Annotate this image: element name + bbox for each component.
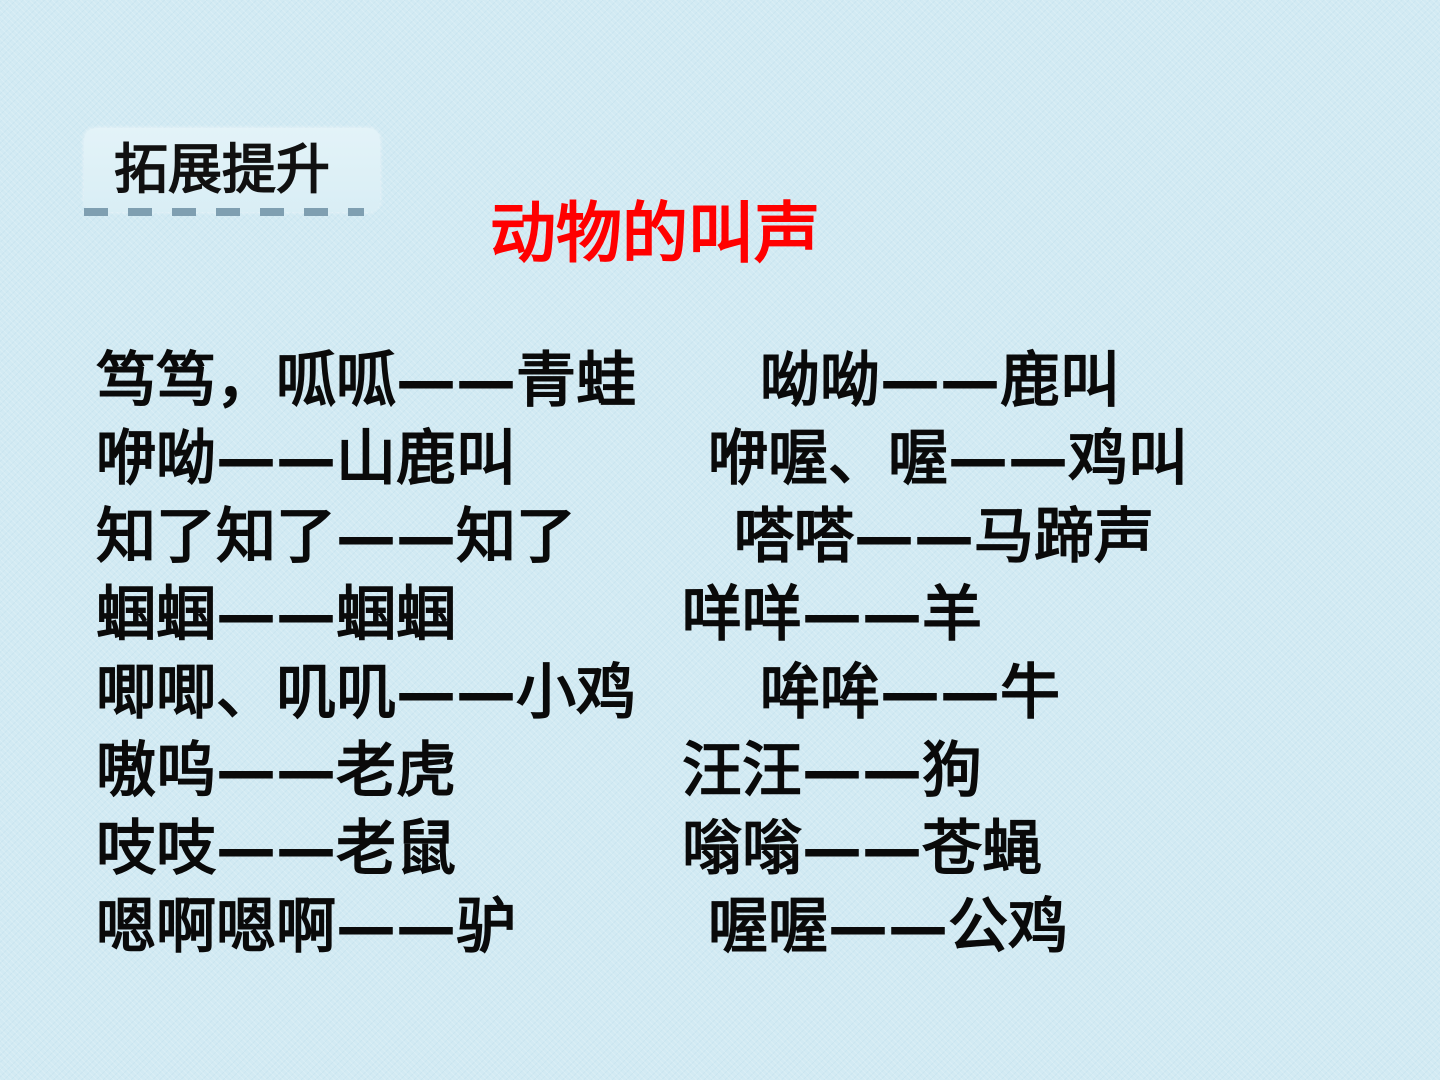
section-badge-label: 拓展提升 xyxy=(114,138,330,201)
section-badge: 拓展提升 xyxy=(84,128,380,216)
sound-right: 喔喔——公鸡 xyxy=(708,892,1068,962)
sound-left: 笃笃，呱呱——青蛙 xyxy=(96,346,636,416)
dashed-underline xyxy=(84,208,364,216)
page-title: 动物的叫声 xyxy=(490,195,820,272)
sound-left: 唧唧、叽叽——小鸡 xyxy=(96,658,636,728)
sound-left: 蝈蝈——蝈蝈 xyxy=(96,580,456,650)
sound-left: 知了知了——知了 xyxy=(96,502,576,572)
sound-right: 呦呦——鹿叫 xyxy=(760,346,1120,416)
sound-left: 吱吱——老鼠 xyxy=(96,814,456,884)
sound-right: 哞哞——牛 xyxy=(760,658,1060,728)
sound-left: 嗷呜——老虎 xyxy=(96,736,456,806)
sound-right: 嗡嗡——苍蝇 xyxy=(682,814,1042,884)
sound-left: 嗯啊嗯啊——驴 xyxy=(96,892,516,962)
sound-right: 汪汪——狗 xyxy=(682,736,982,806)
sound-left: 咿呦——山鹿叫 xyxy=(96,424,516,494)
sound-right: 咩咩——羊 xyxy=(682,580,982,650)
sound-right: 嗒嗒——马蹄声 xyxy=(734,502,1154,572)
sound-right: 咿喔、喔——鸡叫 xyxy=(708,424,1188,494)
